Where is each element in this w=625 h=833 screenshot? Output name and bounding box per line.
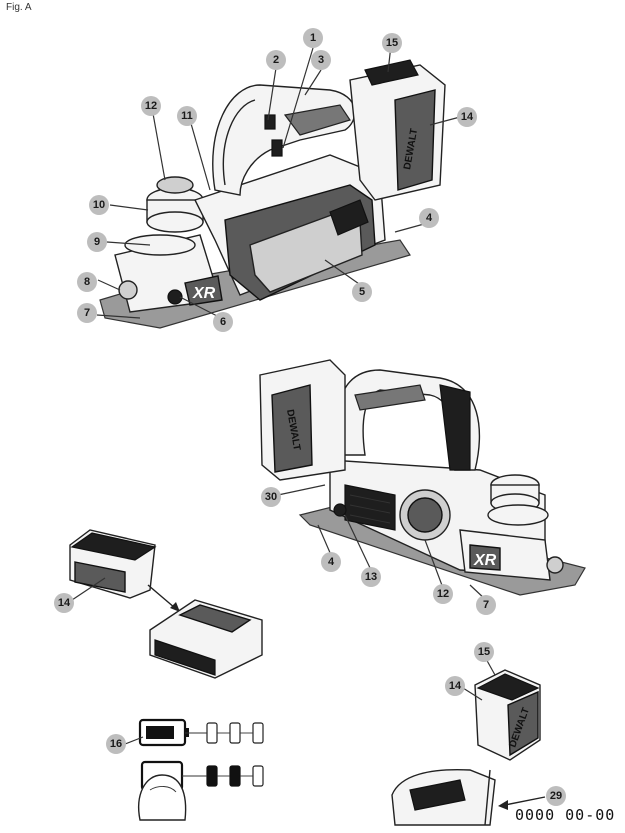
callout-16: 16 [106, 734, 126, 754]
callouts-gauge: 16 [106, 734, 144, 754]
side-knob[interactable] [118, 280, 138, 300]
callout-12-view2: 12 [433, 584, 453, 604]
svg-text:6: 6 [220, 316, 226, 328]
release-arrow [498, 800, 508, 810]
charger-vents [154, 639, 216, 676]
callout-30: 30 [261, 487, 281, 507]
xr-badge-panel [184, 275, 223, 306]
planer-view-2: XR DEWALT [259, 359, 586, 596]
chip-vent [329, 199, 369, 236]
led-1-off [206, 722, 218, 744]
callout-1: 1 [303, 28, 323, 48]
figure-label: Fig. A [6, 2, 32, 13]
battery-state-fill [146, 726, 174, 739]
xr-badge-panel-2 [469, 544, 501, 571]
callout-3: 3 [311, 50, 331, 70]
charger-slot [178, 604, 252, 633]
svg-text:14: 14 [461, 111, 474, 123]
battery-front-3 [74, 561, 126, 593]
svg-text:4: 4 [426, 212, 433, 224]
svg-text:13: 13 [365, 571, 377, 583]
battery-label-panel [394, 89, 436, 191]
svg-text:3: 3 [318, 54, 324, 66]
battery-top-3 [70, 532, 157, 561]
svg-text:29: 29 [550, 790, 562, 802]
xr-badge: XR [192, 285, 216, 302]
ejection-lever[interactable] [333, 503, 347, 517]
xr-badge-2: XR [473, 552, 497, 569]
battery-insert-view: DEWALT [391, 669, 546, 826]
callout-13: 13 [361, 567, 381, 587]
led-2-on [229, 765, 241, 787]
svg-text:7: 7 [84, 307, 90, 319]
battery-label-4 [507, 690, 539, 757]
callouts-insert: 15 14 29 [445, 642, 566, 806]
battery-top-4 [476, 673, 540, 701]
led-3-off-2 [252, 765, 264, 787]
svg-text:12: 12 [145, 100, 157, 112]
depth-scale-ring-2 [487, 504, 549, 526]
callout-12: 12 [141, 96, 161, 116]
svg-text:12: 12 [437, 588, 449, 600]
depth-knob-cap[interactable] [156, 176, 194, 194]
handle-grip [283, 104, 351, 136]
callout-15: 15 [382, 33, 402, 53]
insert-arrow [170, 602, 180, 612]
svg-text:4: 4 [328, 556, 335, 568]
callout-15-insert: 15 [474, 642, 494, 662]
callout-5: 5 [352, 282, 372, 302]
svg-text:15: 15 [386, 37, 398, 49]
callout-6: 6 [213, 312, 233, 332]
document-code: 0000 00-00 [515, 806, 616, 824]
svg-text:11: 11 [181, 110, 193, 122]
svg-text:2: 2 [273, 54, 279, 66]
callout-7-view2: 7 [476, 595, 496, 615]
handle-grip-2 [439, 384, 471, 471]
side-knob-2[interactable] [546, 556, 564, 574]
callout-4-view2: 4 [321, 552, 341, 572]
callout-2: 2 [266, 50, 286, 70]
planer-view-1: XR DEWALT [99, 59, 446, 329]
led-2-off [229, 722, 241, 744]
svg-text:14: 14 [449, 680, 462, 692]
battery-charger-view [69, 529, 263, 679]
callout-29: 29 [546, 786, 566, 806]
led-3-off [252, 722, 264, 744]
callouts-charger: 14 [54, 577, 106, 613]
battery-release[interactable] [364, 59, 419, 86]
svg-text:8: 8 [84, 276, 90, 288]
svg-text:10: 10 [93, 199, 105, 211]
svg-text:30: 30 [265, 491, 277, 503]
tool-grip-fragment [409, 779, 466, 811]
callout-8: 8 [77, 272, 97, 292]
svg-text:15: 15 [478, 646, 490, 658]
fuel-gauge-view [138, 718, 264, 821]
svg-text:1: 1 [310, 32, 316, 44]
callout-4: 4 [419, 208, 439, 228]
svg-text:14: 14 [58, 597, 71, 609]
callouts-view-1: 1 2 3 4 5 6 7 8 9 10 11 12 15 14 [77, 28, 477, 332]
callout-10: 10 [89, 195, 109, 215]
callout-14-charger: 14 [54, 593, 74, 613]
handle-top-grip-2 [354, 384, 426, 411]
svg-text:9: 9 [94, 236, 100, 248]
callout-14-insert: 14 [445, 676, 465, 696]
callout-9: 9 [87, 232, 107, 252]
svg-text:16: 16 [110, 738, 122, 750]
callout-11: 11 [177, 106, 197, 126]
callout-7: 7 [77, 303, 97, 323]
svg-text:5: 5 [359, 286, 365, 298]
led-1-on [206, 765, 218, 787]
finger-press [138, 774, 187, 821]
trigger-switch[interactable] [271, 139, 283, 157]
lock-off-button[interactable] [264, 114, 276, 130]
depth-scale-ring [124, 234, 196, 256]
svg-text:7: 7 [483, 599, 489, 611]
callout-14: 14 [457, 107, 477, 127]
callouts-view-2: 30 4 13 12 7 [261, 484, 496, 615]
battery-label-panel-2 [271, 384, 313, 473]
dust-port [167, 289, 183, 305]
